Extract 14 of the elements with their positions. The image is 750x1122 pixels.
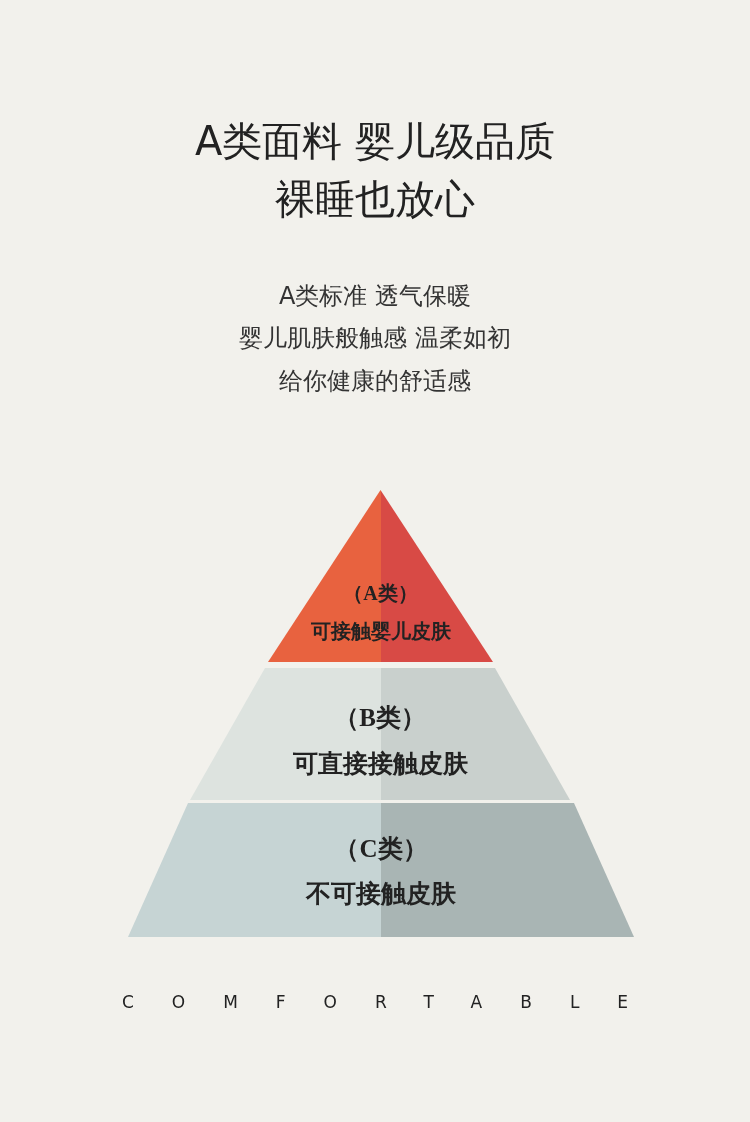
title-heading: A类面料 婴儿级品质裸睡也放心	[193, 117, 557, 224]
pyramid-tier	[190, 668, 570, 800]
subtitle-text: A类标准 透气保暖	[278, 282, 471, 310]
subtitle-text: 婴儿肌肤般触感 温柔如初	[239, 324, 511, 352]
tier-description: 不可接触皮肤	[306, 879, 456, 909]
tier-class-label: （C类）	[334, 834, 428, 864]
subtitle-text: 给你健康的舒适感	[279, 367, 471, 395]
tier-class-label: （A类）	[343, 581, 418, 606]
tier-description: 可直接接触皮肤	[292, 749, 468, 779]
tier-class-label: （B类）	[334, 703, 426, 733]
pyramid-tier	[128, 803, 634, 937]
pyramid-tier	[268, 490, 493, 662]
spaced-caption: COMFORTABLE	[121, 991, 667, 1014]
tier-description: 可接触婴儿皮肤	[310, 619, 451, 644]
